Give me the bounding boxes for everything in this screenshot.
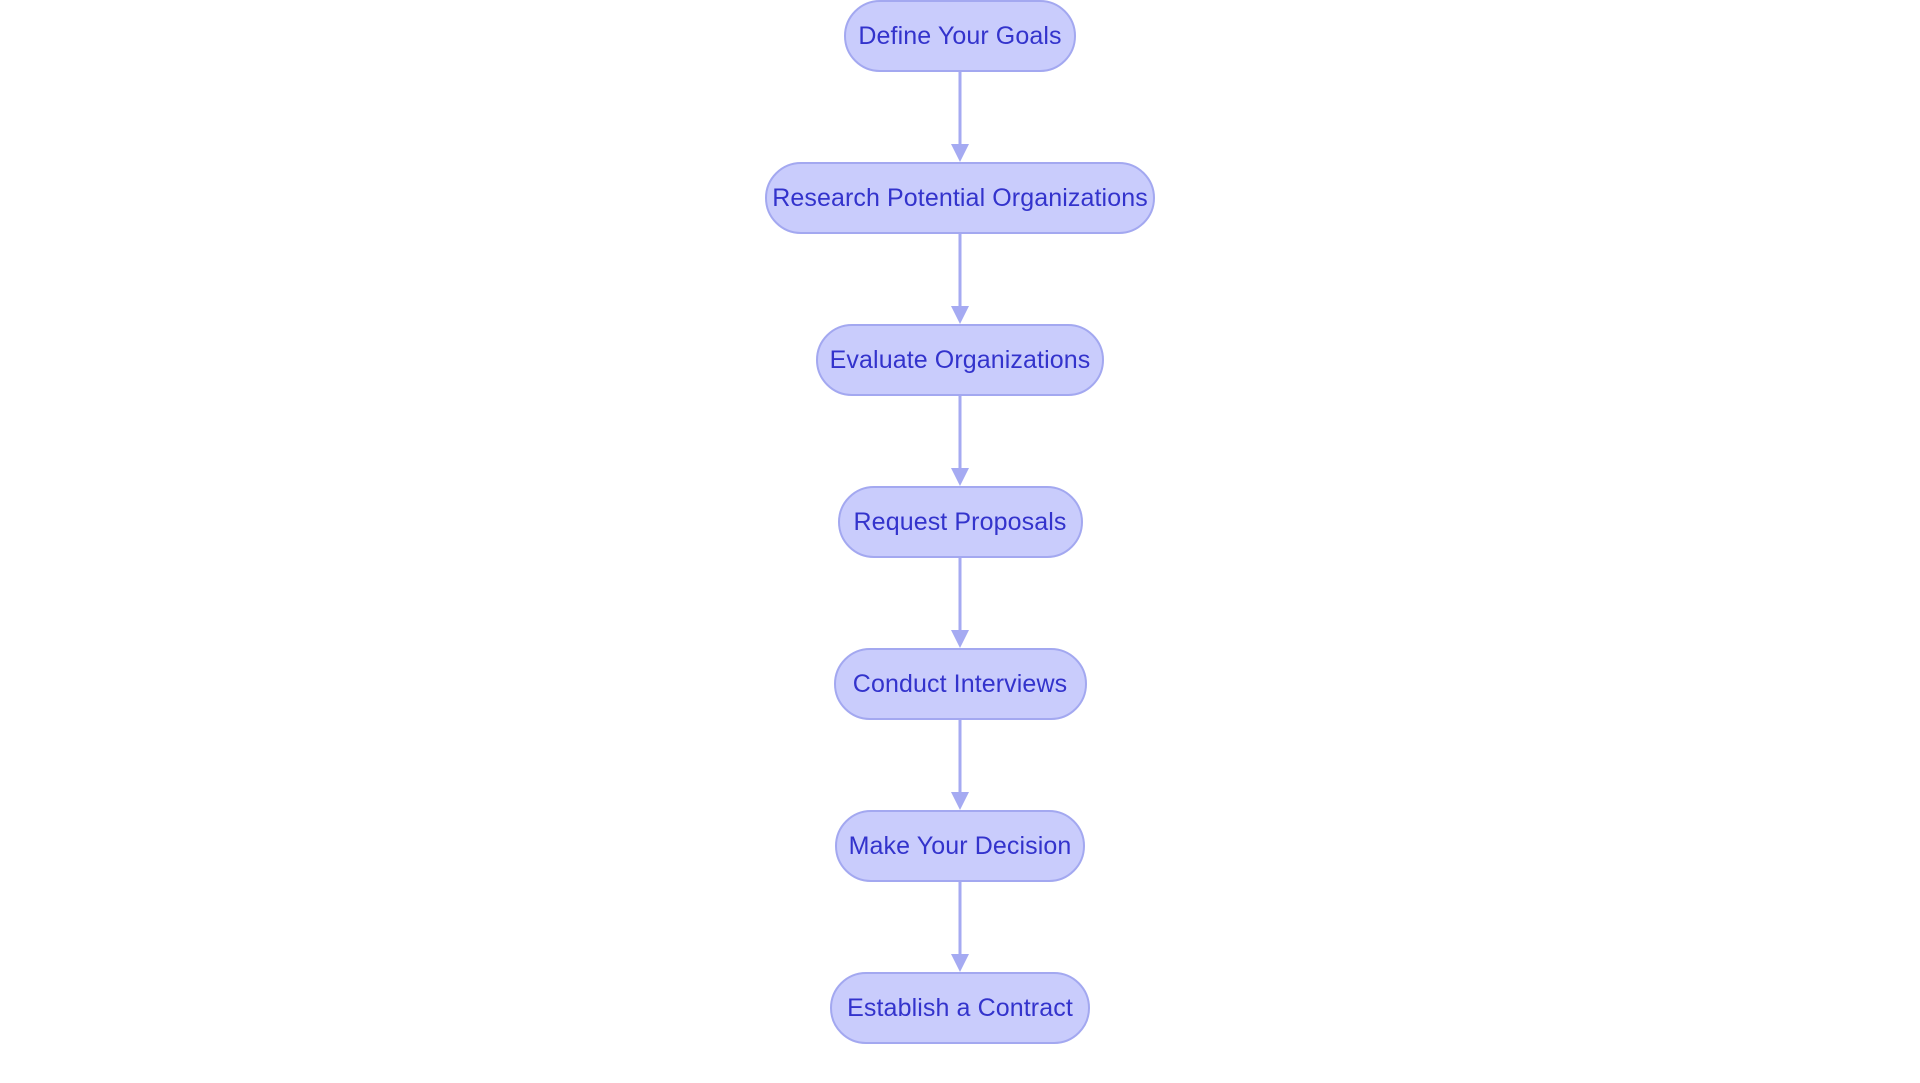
- arrow-head-icon: [951, 468, 969, 486]
- arrow-stem: [958, 234, 962, 308]
- flowchart-arrow-5: [949, 720, 971, 810]
- flowchart-node-label: Make Your Decision: [848, 831, 1072, 860]
- flowchart-node-evaluate-organizations[interactable]: Evaluate Organizations: [816, 324, 1104, 396]
- arrow-stem: [958, 72, 962, 146]
- flowchart-node-label: Define Your Goals: [858, 21, 1062, 50]
- flowchart-node-label: Research Potential Organizations: [772, 183, 1148, 212]
- flowchart-arrow-1: [949, 72, 971, 162]
- arrow-stem: [958, 396, 962, 470]
- arrow-stem: [958, 882, 962, 956]
- flowchart-node-make-your-decision[interactable]: Make Your Decision: [835, 810, 1085, 882]
- arrow-head-icon: [951, 954, 969, 972]
- flowchart-node-conduct-interviews[interactable]: Conduct Interviews: [833, 648, 1087, 720]
- arrow-head-icon: [951, 630, 969, 648]
- flowchart-node-define-your-goals[interactable]: Define Your Goals: [844, 0, 1076, 72]
- arrow-head-icon: [951, 144, 969, 162]
- flowchart-arrow-4: [949, 558, 971, 648]
- flowchart-arrow-6: [949, 882, 971, 972]
- arrow-head-icon: [951, 792, 969, 810]
- flowchart-node-request-proposals[interactable]: Request Proposals: [837, 486, 1083, 558]
- arrow-stem: [958, 558, 962, 632]
- flowchart-node-label: Establish a Contract: [847, 993, 1073, 1022]
- flowchart-node-label: Conduct Interviews: [852, 669, 1068, 698]
- arrow-head-icon: [951, 306, 969, 324]
- flowchart-node-label: Evaluate Organizations: [829, 345, 1091, 374]
- flowchart-node-label: Request Proposals: [853, 507, 1067, 536]
- flowchart-arrow-2: [949, 234, 971, 324]
- arrow-stem: [958, 720, 962, 794]
- flowchart-node-research-potential-organizations[interactable]: Research Potential Organizations: [765, 162, 1155, 234]
- flowchart-node-establish-a-contract[interactable]: Establish a Contract: [830, 972, 1090, 1044]
- flowchart-arrow-3: [949, 396, 971, 486]
